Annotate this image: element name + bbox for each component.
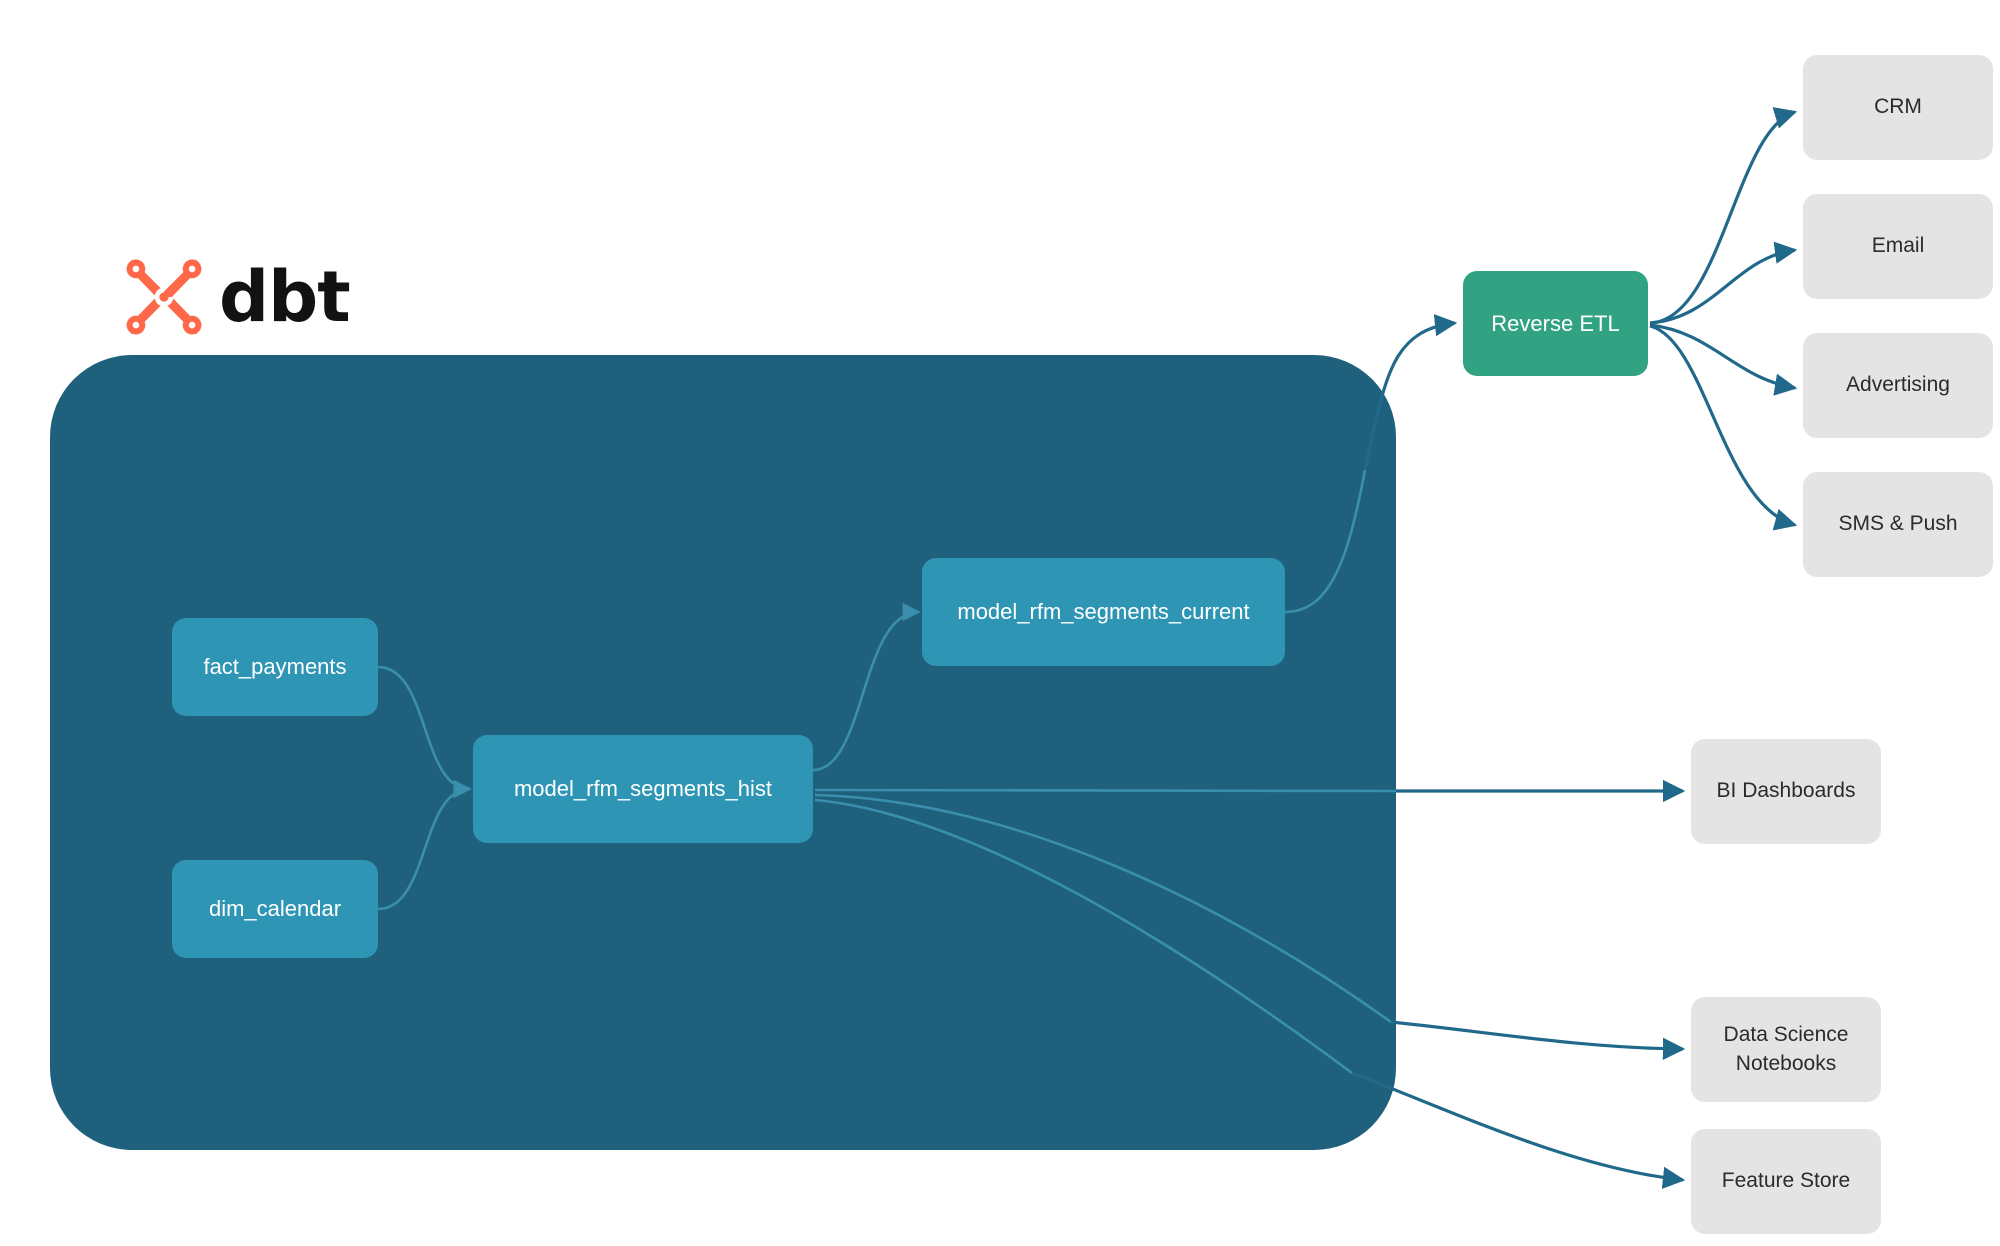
destination-node-crm[interactable]: CRM (1803, 55, 1993, 160)
edge-rfm-hist-to-feature-inner (814, 798, 1353, 1075)
reverse-etl-node[interactable]: Reverse ETL (1463, 271, 1648, 376)
edge-reverse-etl-to-advertising (1649, 323, 1798, 396)
edge-to-data-science-notebooks (1390, 1020, 1686, 1061)
model-node-fact-payments[interactable]: fact_payments (172, 618, 378, 716)
edge-dim-calendar-to-rfm-hist (377, 779, 472, 911)
edge-reverse-etl-to-email (1649, 241, 1798, 325)
edge-rfm-hist-to-bi-inner (814, 788, 1397, 793)
dbt-wordmark: dbt (219, 256, 351, 338)
dbt-brand-logo: dbt (125, 256, 351, 338)
edge-to-reverse-etl (1363, 314, 1458, 471)
destination-node-advertising[interactable]: Advertising (1803, 333, 1993, 438)
edge-rfm-hist-to-rfm-current (812, 602, 921, 772)
edge-rfm-hist-to-ds-inner (814, 793, 1392, 1024)
destination-node-email[interactable]: Email (1803, 194, 1993, 299)
edge-reverse-etl-to-crm (1649, 107, 1798, 325)
destination-node-data-science-notebooks[interactable]: Data Science Notebooks (1691, 997, 1881, 1102)
model-node-model-rfm-segments-hist[interactable]: model_rfm_segments_hist (473, 735, 813, 843)
ds-label-line-2: Notebooks (1735, 1051, 1837, 1075)
model-node-model-rfm-segments-current[interactable]: model_rfm_segments_current (922, 558, 1285, 666)
destination-node-sms-push[interactable]: SMS & Push (1803, 472, 1993, 577)
edge-rfm-current-to-reverse-etl-inner (1284, 469, 1367, 614)
destination-node-bi-dashboards[interactable]: BI Dashboards (1691, 739, 1881, 844)
dbt-logo-icon (126, 259, 202, 335)
edge-reverse-etl-to-sms-push (1649, 324, 1798, 531)
edge-to-feature-store (1351, 1071, 1686, 1190)
destination-node-feature-store[interactable]: Feature Store (1691, 1129, 1881, 1234)
model-node-dim-calendar[interactable]: dim_calendar (172, 860, 378, 958)
ds-label-line-1: Data Science (1723, 1023, 1849, 1047)
